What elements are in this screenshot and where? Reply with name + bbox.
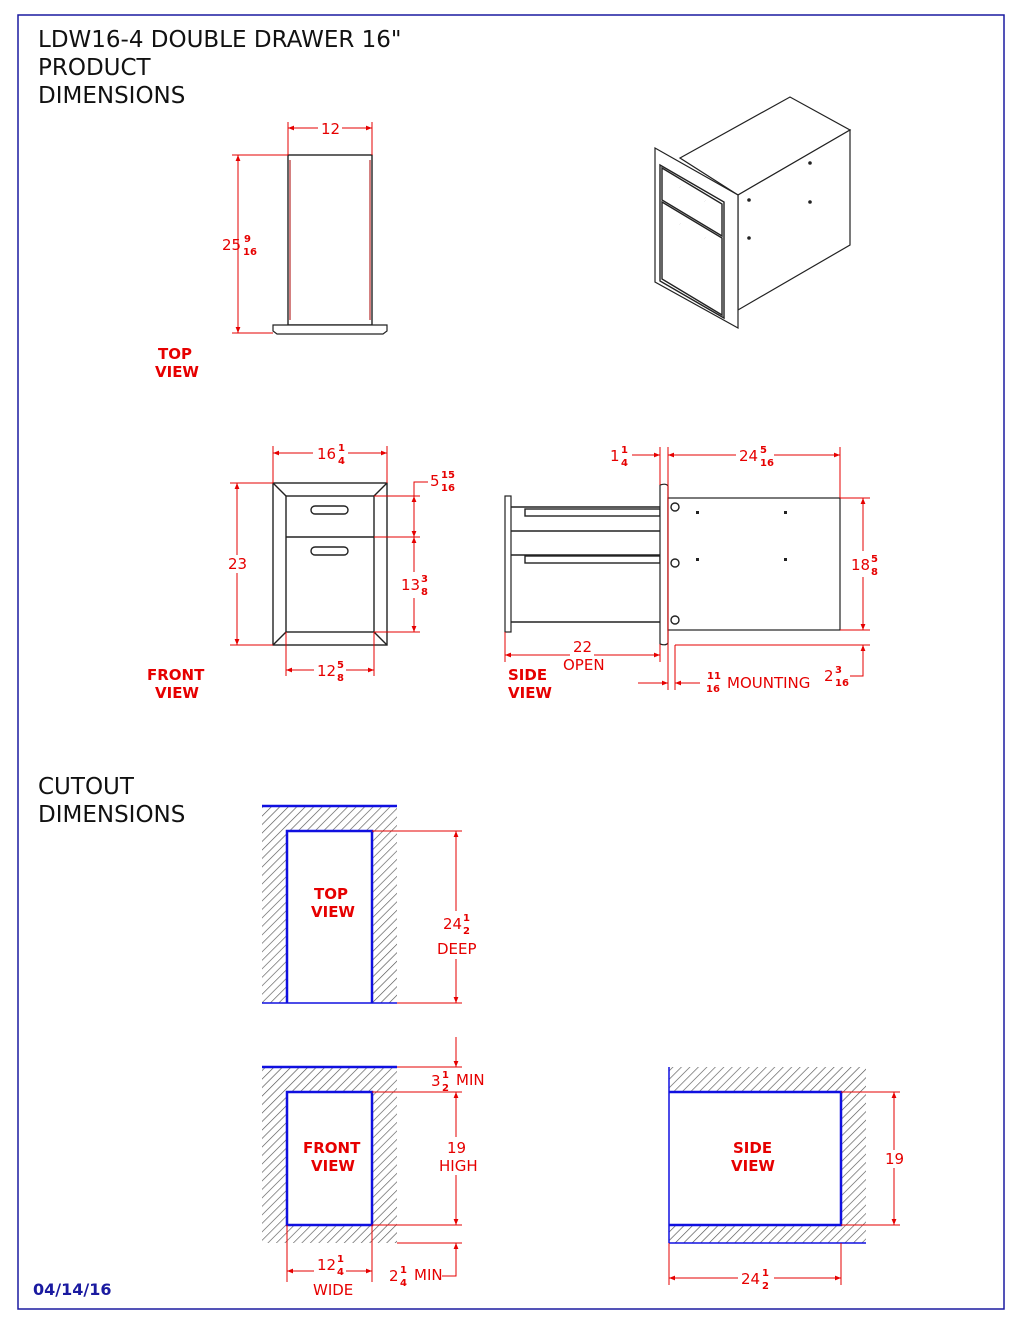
top-min-whole: 3 bbox=[431, 1072, 441, 1090]
top-view-label-2: VIEW bbox=[155, 363, 199, 381]
top-drawer-num: 15 bbox=[441, 470, 455, 481]
side-cutout-depth-den: 2 bbox=[762, 1281, 769, 1292]
side-height-num: 5 bbox=[871, 554, 878, 565]
side-height-whole: 18 bbox=[851, 556, 870, 574]
cutout-depth-label: DEEP bbox=[437, 940, 477, 958]
page-border bbox=[17, 14, 1005, 1310]
bottom-min-num: 1 bbox=[400, 1265, 407, 1276]
side-view-label: SIDE bbox=[508, 666, 547, 684]
flange-num: 1 bbox=[621, 445, 628, 456]
isometric-view bbox=[654, 96, 852, 330]
bottom-drawer-num: 3 bbox=[421, 574, 428, 585]
mounting-label: MOUNTING bbox=[727, 674, 810, 692]
flange-whole: 1 bbox=[610, 447, 620, 465]
cutout-depth-whole: 24 bbox=[443, 915, 462, 933]
top-drawer-den: 16 bbox=[441, 483, 455, 494]
product-front-view: 16 1 4 23 5 15 16 13 3 8 12 5 8 FRONT VI… bbox=[147, 443, 455, 702]
open-label: OPEN bbox=[563, 656, 605, 674]
bottom-offset-num: 3 bbox=[835, 665, 842, 676]
mounting-num: 11 bbox=[707, 671, 721, 682]
top-depth-den: 16 bbox=[243, 247, 257, 258]
cutout-side-label: SIDE bbox=[733, 1139, 772, 1157]
cutout-depth-num: 1 bbox=[463, 913, 470, 924]
open-dim: 22 bbox=[573, 638, 592, 656]
cutout-heading-2: DIMENSIONS bbox=[38, 802, 185, 828]
side-cutout-depth-whole: 24 bbox=[741, 1270, 760, 1288]
top-min-num: 1 bbox=[442, 1070, 449, 1081]
side-depth-num: 5 bbox=[760, 445, 767, 456]
bottom-offset-den: 16 bbox=[835, 678, 849, 689]
front-height: 23 bbox=[228, 555, 247, 573]
front-view-label-2: VIEW bbox=[155, 684, 199, 702]
mounting-den: 16 bbox=[706, 684, 720, 695]
front-width-whole: 16 bbox=[317, 445, 336, 463]
cutout-side-view: 19 24 1 2 SIDE VIEW bbox=[668, 1067, 905, 1292]
cutout-side-label-2: VIEW bbox=[731, 1157, 775, 1175]
cutout-depth-den: 2 bbox=[463, 926, 470, 937]
inner-width-whole: 12 bbox=[317, 662, 336, 680]
top-depth-whole: 25 bbox=[222, 236, 241, 254]
bottom-drawer-den: 8 bbox=[421, 587, 428, 598]
product-heading-2: DIMENSIONS bbox=[38, 83, 185, 109]
bottom-min-label: MIN bbox=[414, 1266, 443, 1284]
side-height-den: 8 bbox=[871, 567, 878, 578]
flange-den: 4 bbox=[621, 458, 628, 469]
front-width-num: 1 bbox=[338, 443, 345, 454]
bottom-drawer-whole: 13 bbox=[401, 576, 420, 594]
cutout-height-label: HIGH bbox=[439, 1157, 478, 1175]
inner-width-den: 8 bbox=[337, 673, 344, 684]
top-view-label: TOP bbox=[158, 345, 192, 363]
cutout-height: 19 bbox=[447, 1139, 466, 1157]
cutout-width-num: 1 bbox=[337, 1254, 344, 1265]
cutout-width-den: 4 bbox=[337, 1267, 344, 1278]
cutout-top-label: TOP bbox=[314, 885, 348, 903]
top-drawer-whole: 5 bbox=[430, 472, 440, 490]
front-width-den: 4 bbox=[338, 456, 345, 467]
cutout-front-label: FRONT bbox=[303, 1139, 361, 1157]
bottom-min-whole: 2 bbox=[389, 1267, 399, 1285]
revision-date: 04/14/16 bbox=[33, 1280, 111, 1299]
side-depth-whole: 24 bbox=[739, 447, 758, 465]
top-depth-num: 9 bbox=[244, 234, 251, 245]
side-cutout-height: 19 bbox=[885, 1150, 904, 1168]
cutout-width-whole: 12 bbox=[317, 1256, 336, 1274]
top-min-label: MIN bbox=[456, 1071, 485, 1089]
side-cutout-depth-num: 1 bbox=[762, 1268, 769, 1279]
cutout-width-label: WIDE bbox=[313, 1281, 353, 1299]
inner-width-num: 5 bbox=[337, 660, 344, 671]
product-heading-1: PRODUCT bbox=[38, 55, 152, 81]
bottom-min-den: 4 bbox=[400, 1278, 407, 1289]
side-depth-den: 16 bbox=[760, 458, 774, 469]
cutout-heading-1: CUTOUT bbox=[38, 774, 135, 800]
product-top-view: 12 25 9 16 TOP VIEW bbox=[155, 120, 388, 381]
top-width-label: 12 bbox=[321, 120, 340, 138]
top-min-den: 2 bbox=[442, 1083, 449, 1094]
cutout-top-view: 24 1 2 DEEP TOP VIEW bbox=[262, 804, 478, 1004]
cutout-top-label-2: VIEW bbox=[311, 903, 355, 921]
front-view-label: FRONT bbox=[147, 666, 205, 684]
side-view-label-2: VIEW bbox=[508, 684, 552, 702]
product-side-view: 1 1 4 24 5 16 18 5 8 2 3 16 22 OPEN 11 1… bbox=[504, 445, 880, 702]
cutout-front-label-2: VIEW bbox=[311, 1157, 355, 1175]
cutout-front-view: 19 HIGH 3 1 2 MIN 2 1 4 MIN 12 1 4 WIDE … bbox=[262, 1037, 485, 1299]
bottom-offset-whole: 2 bbox=[824, 667, 834, 685]
page-title: LDW16-4 DOUBLE DRAWER 16" bbox=[38, 27, 402, 53]
